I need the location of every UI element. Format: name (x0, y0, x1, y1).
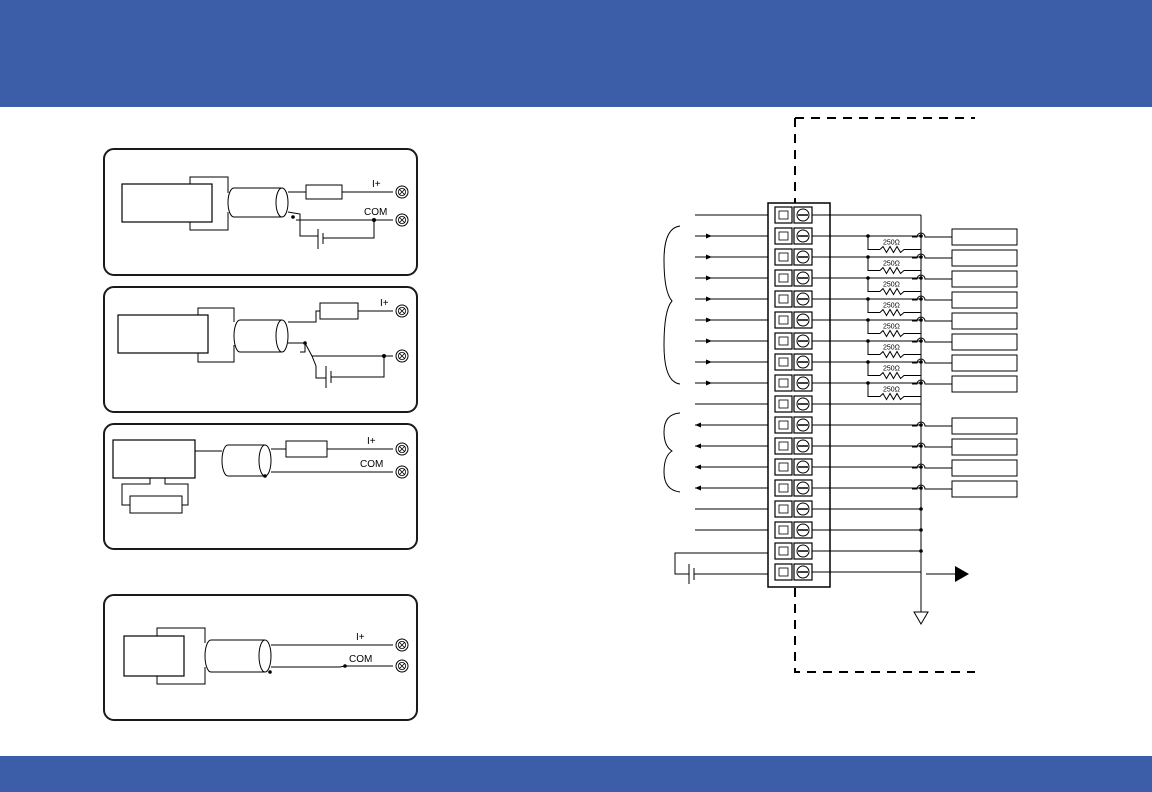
resistor-250: 250Ω (866, 318, 921, 338)
resistor-250: 250Ω (866, 297, 921, 317)
resistor-250: 250Ω (866, 339, 921, 359)
channel-output-box (912, 249, 1018, 267)
input-arrow-icon (695, 359, 768, 365)
terminal-4 (774, 269, 923, 287)
channel-output-box (912, 291, 1018, 309)
terminal-label-com: COM (349, 654, 372, 665)
resistor-250: 250Ω (866, 234, 921, 254)
resistor-box (305, 184, 343, 200)
terminal-13 (774, 458, 923, 476)
input-arrow-icon (695, 380, 768, 386)
terminal-3 (774, 248, 923, 266)
resistor-box (285, 440, 328, 458)
sensor-box (121, 183, 213, 223)
sensor-box (117, 314, 209, 354)
channel-output-box (912, 375, 1018, 393)
input-arrow-icon (695, 317, 768, 323)
terminal-label-plus: I+ (372, 179, 381, 190)
channel-output-box (912, 354, 1018, 372)
screw-terminal-icon (395, 349, 409, 363)
wiring-panel-3: I+ COM (103, 423, 418, 550)
terminal-7 (774, 332, 923, 350)
resistor-label: 250Ω (883, 282, 900, 289)
resistor-box (319, 302, 359, 320)
resistor-label: 250Ω (883, 324, 900, 331)
resistor-label: 250Ω (883, 387, 900, 394)
screw-terminal-icon (395, 659, 409, 673)
channel-output-box (912, 480, 1018, 498)
top-banner (0, 0, 1152, 107)
resistor-label: 250Ω (883, 303, 900, 310)
terminal-10 (774, 395, 921, 413)
terminal-5 (774, 290, 923, 308)
resistor-250: 250Ω (866, 360, 921, 380)
terminal-14 (774, 479, 923, 497)
resistor-250: 250Ω (866, 276, 921, 296)
output-arrow-icon (695, 443, 768, 449)
channel-output-box (912, 417, 1018, 435)
resistor-250: 250Ω (866, 255, 921, 275)
terminal-1 (774, 206, 921, 224)
resistor-label: 250Ω (883, 345, 900, 352)
input-arrow-icon (695, 296, 768, 302)
channel-output-box (912, 438, 1018, 456)
input-arrow-icon (695, 254, 768, 260)
wiring-panel-1: I+ COM (103, 148, 418, 276)
screw-terminal-icon (395, 465, 409, 479)
power-supply-box (129, 495, 183, 514)
terminal-label-plus: I+ (356, 632, 365, 643)
terminal-block-diagram: 250Ω 250Ω 250Ω 250Ω 250Ω 250Ω 250Ω 250Ω (663, 117, 1018, 673)
input-arrow-icon (695, 233, 768, 239)
terminal-11 (774, 416, 923, 434)
terminal-18 (774, 563, 813, 581)
channel-output-box (912, 270, 1018, 288)
ground-symbol (913, 611, 929, 625)
resistor-label: 250Ω (883, 240, 900, 247)
input-arrow-icon (695, 338, 768, 344)
output-arrow-icon (695, 422, 768, 428)
terminal-16 (774, 521, 923, 539)
channel-output-box (912, 459, 1018, 477)
screw-terminal-icon (395, 442, 409, 456)
terminal-9 (774, 374, 923, 392)
terminal-6 (774, 311, 923, 329)
bottom-banner (0, 756, 1152, 792)
resistor-250: 250Ω (866, 381, 921, 401)
output-arrow-icon (695, 485, 768, 491)
terminal-label-com: COM (364, 207, 387, 218)
terminal-label-com: COM (360, 459, 383, 470)
channel-output-box (912, 333, 1018, 351)
channel-output-box (912, 312, 1018, 330)
output-arrow-icon (695, 464, 768, 470)
screw-terminal-icon (395, 213, 409, 227)
sensor-box (123, 635, 185, 677)
screw-terminal-icon (395, 185, 409, 199)
channel-output-box (912, 228, 1018, 246)
wiring-panel-2: I+ (103, 286, 418, 413)
wiring-panel-4: I+ COM (103, 594, 418, 721)
screw-terminal-icon (395, 638, 409, 652)
terminal-15 (774, 500, 923, 518)
resistor-label: 250Ω (883, 261, 900, 268)
screw-terminal-icon (395, 304, 409, 318)
terminal-12 (774, 437, 923, 455)
input-arrow-icon (695, 275, 768, 281)
terminal-label-plus: I+ (367, 436, 376, 447)
terminal-17 (774, 542, 923, 560)
output-arrow-icon (955, 566, 969, 582)
terminal-8 (774, 353, 923, 371)
resistor-label: 250Ω (883, 366, 900, 373)
terminal-label-plus: I+ (380, 298, 389, 309)
terminal-2 (774, 227, 923, 245)
sensor-box (112, 439, 196, 479)
